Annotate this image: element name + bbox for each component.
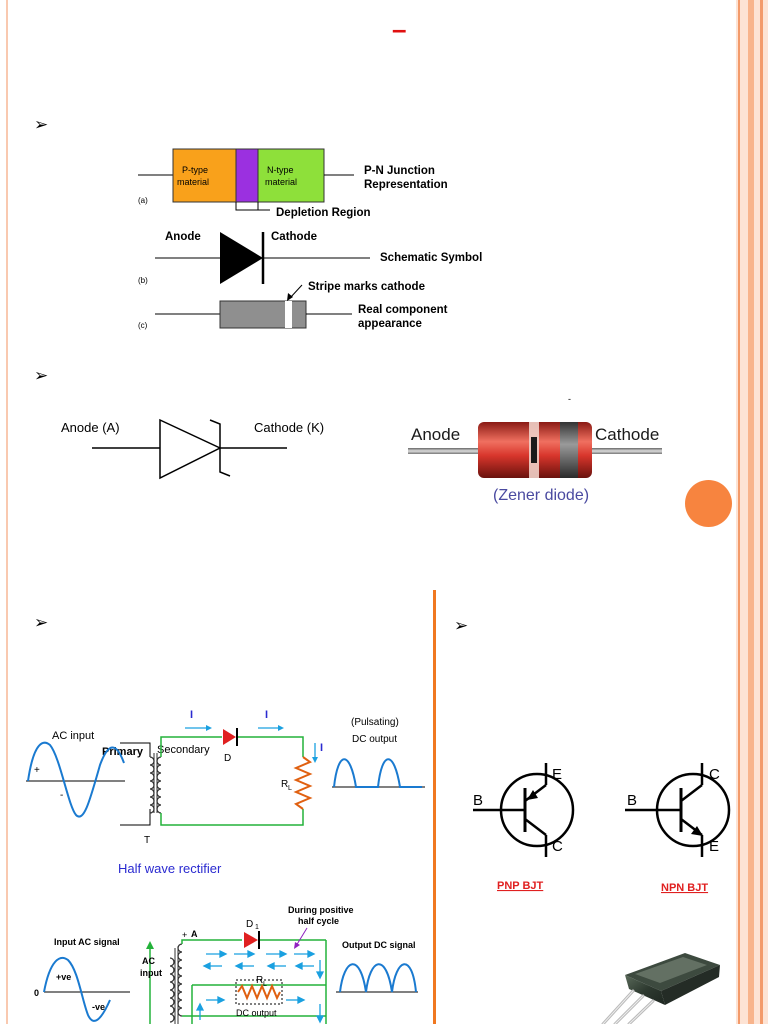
pnp-emitter-arrow: [527, 790, 538, 800]
junction-label-2: Representation: [364, 179, 448, 191]
bjt-symbols-figure: B E C B C E PNP BJT NPN BJT: [473, 763, 731, 894]
cathode-stripe: [285, 301, 292, 328]
p-type-block: [172, 148, 237, 203]
npn-collector-label: C: [709, 766, 720, 783]
right-border-line-1: [738, 0, 740, 1024]
plus-mark: +: [182, 930, 187, 940]
zero-label: 0: [34, 988, 39, 998]
p-type-label-1: P-type: [182, 165, 208, 175]
full-wave-rectifier-figure: Input AC signal +ve -ve 0 AC input + A D…: [34, 905, 418, 1024]
npn-emitter-label: E: [709, 838, 719, 855]
label-a: (a): [138, 196, 148, 205]
zener-symbol-figure: Anode (A) Cathode (K): [61, 418, 324, 480]
npn-label: NPN BJT: [661, 882, 708, 894]
input-ac-wave: [43, 956, 111, 1022]
output-dc-wave: [339, 963, 417, 993]
depletion-label: Depletion Region: [276, 207, 371, 219]
n-type-block: [257, 148, 325, 203]
output-label-1: (Pulsating): [351, 717, 399, 728]
schematic-label: Schematic Symbol: [380, 252, 482, 264]
npn-base-label: B: [627, 792, 637, 809]
anode-label: Anode: [165, 231, 201, 243]
half-wave-diode: [223, 729, 236, 745]
right-border-line-3: [760, 0, 763, 1024]
label-b: (b): [138, 276, 148, 285]
output-label-2: DC output: [352, 734, 397, 745]
pnp-base-label: B: [473, 792, 483, 809]
ac-input-label: AC input: [52, 730, 94, 742]
zener-cathode-label: Cathode (K): [254, 420, 324, 435]
diode-d1-sub: 1: [255, 924, 259, 931]
n-type-label-2: material: [265, 177, 297, 187]
diode-symbol: [220, 232, 263, 284]
zener-cathode-text: Cathode: [595, 425, 659, 444]
secondary-label: Secondary: [157, 744, 210, 756]
junction-label-1: P-N Junction: [364, 165, 435, 177]
zener-component-figure: - Anode Cathode (Zener diode): [408, 395, 662, 504]
ac-input-label-2: input: [140, 968, 162, 978]
full-wave-load: [237, 983, 281, 1001]
real-label-1: Real component: [358, 304, 448, 316]
depletion-block: [235, 148, 259, 203]
zener-mark: -: [568, 395, 571, 404]
p-type-label-2: material: [177, 177, 209, 187]
n-type-label-1: N-type: [267, 165, 294, 175]
pnp-collector-label: C: [552, 838, 563, 855]
current-label-3: I: [320, 742, 323, 754]
zener-triangle: [159, 418, 222, 480]
node-a-label: A: [191, 929, 198, 939]
diode-label: D: [224, 753, 231, 764]
current-arrows: [195, 949, 325, 1024]
left-border-line: [6, 0, 8, 1024]
pn-junction-figure: P-type material N-type material (a) P-N …: [138, 148, 482, 330]
input-ac-label: Input AC signal: [54, 937, 120, 947]
column-divider: [433, 590, 436, 1024]
title-mark: –: [392, 14, 407, 44]
pnp-emitter-label: E: [552, 766, 562, 783]
plus-ve-label: +ve: [56, 972, 71, 982]
transformer-label: T: [144, 835, 150, 846]
zener-cathode-band: [560, 422, 578, 478]
load-label: R: [281, 779, 288, 790]
during-label-1: During positive: [288, 905, 354, 915]
minus-sign: -: [60, 790, 63, 801]
full-load-label: R: [256, 975, 263, 986]
minus-ve-label: -ve: [92, 1002, 105, 1012]
diode-d1-label: D: [246, 919, 253, 930]
dc-output-label: DC output: [236, 1008, 277, 1018]
orange-circle-decoration: [685, 480, 732, 527]
zener-anode-label: Anode (A): [61, 420, 120, 435]
current-label-2: I: [265, 709, 268, 721]
label-c: (c): [138, 321, 148, 330]
real-label-2: appearance: [358, 318, 422, 330]
zener-anode-text: Anode: [411, 425, 460, 444]
cathode-label: Cathode: [271, 231, 317, 243]
primary-label: Primary: [102, 746, 144, 758]
bullet-2: ➢: [34, 366, 49, 385]
current-label-1: I: [190, 709, 193, 721]
during-label-2: half cycle: [298, 916, 339, 926]
half-wave-title: Half wave rectifier: [118, 861, 222, 876]
full-load-sub: L: [263, 981, 267, 988]
pulsating-output-wave: [333, 758, 422, 788]
diode-body: [219, 300, 307, 329]
right-border-line-2: [748, 0, 754, 1024]
plus-sign: +: [34, 765, 40, 776]
ac-label: AC: [142, 956, 155, 966]
stripe-label: Stripe marks cathode: [308, 281, 425, 293]
zener-caption: (Zener diode): [493, 487, 589, 504]
load-sub: L: [288, 785, 292, 792]
output-dc-label: Output DC signal: [342, 940, 416, 950]
npn-emitter-arrow: [691, 826, 703, 836]
load-resistor: [293, 756, 313, 810]
bullet-3: ➢: [34, 613, 49, 632]
bullet-1: ➢: [34, 115, 49, 134]
bullet-4: ➢: [454, 616, 469, 635]
pnp-label: PNP BJT: [497, 880, 544, 892]
half-wave-rectifier-figure: AC input Primary Secondary + - T D R L I…: [26, 709, 425, 876]
full-wave-diode: [244, 932, 258, 948]
transistor-photo: [601, 953, 720, 1024]
